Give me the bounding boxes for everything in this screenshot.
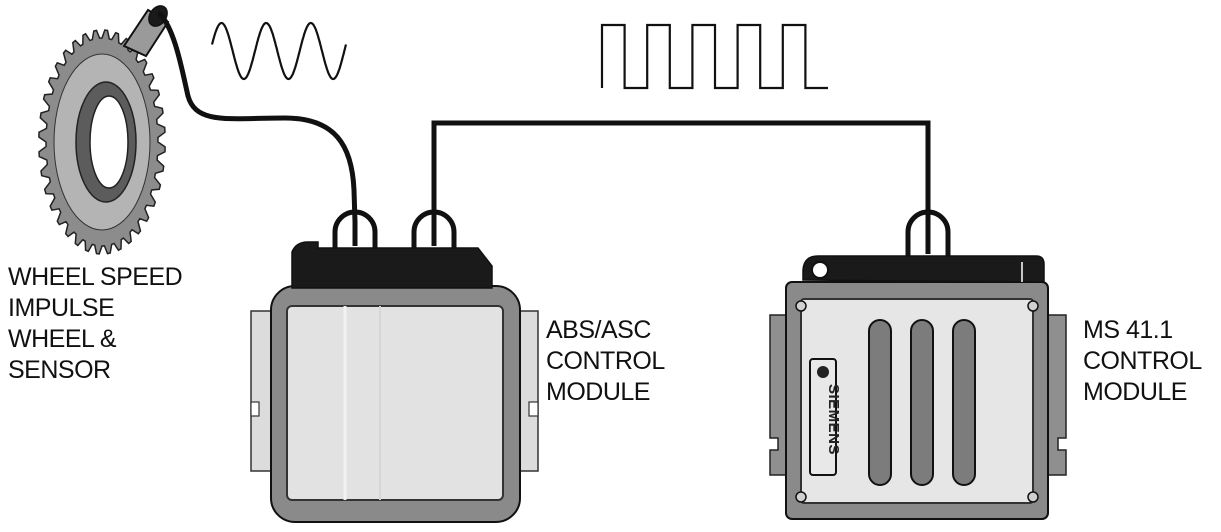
abs-module-face bbox=[286, 305, 504, 501]
abs-module-label-line-3: MODULE bbox=[546, 378, 650, 406]
signal-bus-line bbox=[431, 120, 931, 222]
ms-module-label-line-2: CONTROL bbox=[1083, 347, 1202, 375]
ms-slot-3 bbox=[952, 319, 976, 486]
wheel-sensor-label-line-4: SENSOR bbox=[8, 356, 111, 384]
impulse-wheel bbox=[38, 29, 166, 255]
ms41-control-module: SIEMENS bbox=[769, 209, 1067, 520]
siemens-brand-text: SIEMENS bbox=[825, 384, 842, 455]
abs-module-label-line-2: CONTROL bbox=[546, 347, 665, 375]
abs-connector-cap bbox=[291, 241, 493, 289]
abs-right-bracket-slot bbox=[528, 401, 539, 417]
square-wave-signal bbox=[600, 23, 828, 90]
wheel-sensor-label-line-3: WHEEL & bbox=[8, 325, 117, 353]
ms-connector-cap bbox=[802, 255, 1045, 283]
abs-left-bracket-slot bbox=[250, 401, 260, 417]
abs-plug-right bbox=[411, 209, 457, 248]
ms-screw-bottom-left bbox=[795, 491, 807, 503]
ms-module-label-line-1: MS 41.1 bbox=[1083, 316, 1173, 344]
ms-screw-bottom-right bbox=[1027, 491, 1039, 503]
ms-plug bbox=[905, 209, 951, 256]
ms-slot-1 bbox=[868, 319, 892, 486]
abs-module-label: ABS/ASC CONTROL MODULE bbox=[546, 315, 665, 408]
wheel-sensor-label-line-2: IMPULSE bbox=[8, 294, 115, 322]
ms-screw-top-right bbox=[1027, 300, 1039, 312]
wheel-sensor-label: WHEEL SPEED IMPULSE WHEEL & SENSOR bbox=[8, 262, 183, 386]
ms-slot-2 bbox=[910, 319, 934, 486]
sensor-cable bbox=[157, 11, 358, 225]
abs-module-label-line-1: ABS/ASC bbox=[546, 316, 651, 344]
sine-wave-signal bbox=[210, 21, 348, 81]
ms-screw-top-left bbox=[795, 300, 807, 312]
ms-connector-latch bbox=[811, 261, 829, 279]
wheel-sensor-label-line-1: WHEEL SPEED bbox=[8, 263, 183, 291]
siemens-badge bbox=[809, 358, 837, 476]
abs-asc-control-module bbox=[250, 209, 539, 523]
siemens-logo-icon bbox=[817, 366, 829, 378]
ms-module-label-line-3: MODULE bbox=[1083, 378, 1187, 406]
abs-plug-left bbox=[332, 209, 378, 248]
wheel-speed-sensor bbox=[122, 5, 170, 58]
ms-module-label: MS 41.1 CONTROL MODULE bbox=[1083, 315, 1202, 408]
impulse-wheel-hub-hole bbox=[89, 95, 129, 189]
